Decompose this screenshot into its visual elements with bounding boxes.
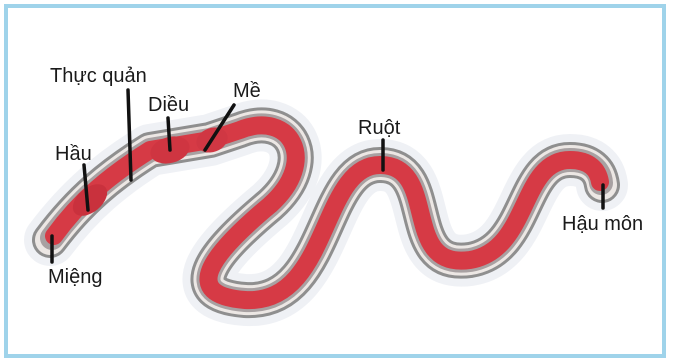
leader-dieu bbox=[168, 118, 170, 150]
label-mieng: Miệng bbox=[48, 266, 102, 288]
label-me: Mề bbox=[233, 80, 261, 102]
label-hau: Hầu bbox=[55, 143, 92, 165]
label-thuc-quan: Thực quản bbox=[50, 65, 147, 87]
label-ruot: Ruột bbox=[358, 117, 401, 139]
label-dieu: Diều bbox=[148, 94, 189, 116]
label-hau-mon: Hậu môn bbox=[562, 213, 643, 235]
